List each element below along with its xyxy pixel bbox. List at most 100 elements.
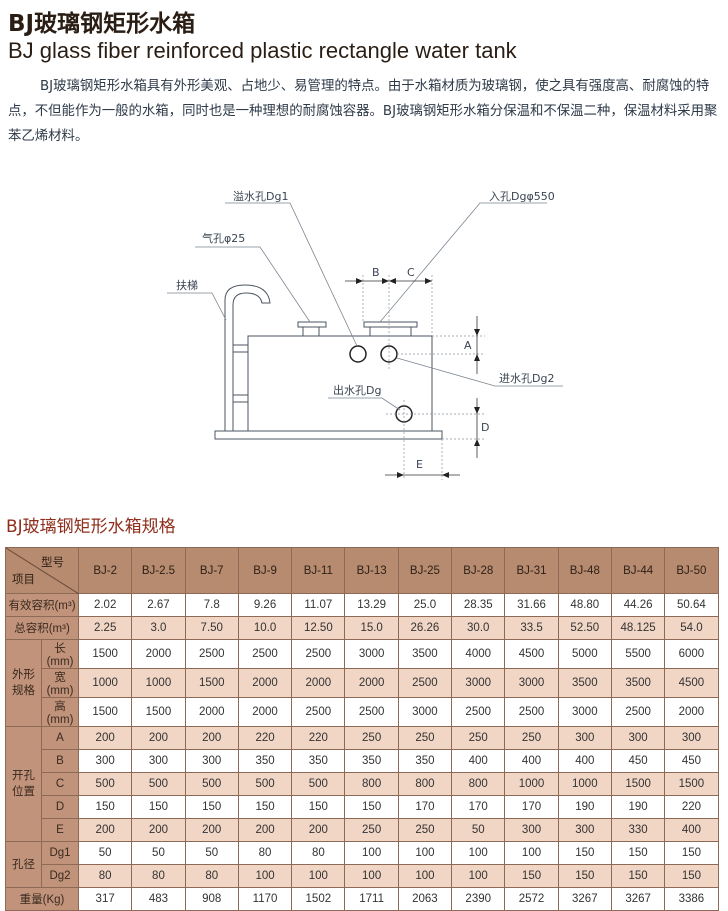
table-cell: 4500 — [664, 668, 719, 698]
table-cell: 7.8 — [184, 593, 239, 617]
table-cell: 10.0 — [237, 616, 293, 640]
table-cell: 100 — [344, 841, 399, 865]
table-cell: 100 — [237, 864, 293, 888]
table-cell: 150 — [184, 795, 239, 819]
row-sub-label: B — [41, 749, 79, 773]
label-outlet-hole: 出水孔Dg — [333, 383, 381, 397]
table-cell: 1502 — [291, 887, 346, 911]
table-cell: 33.5 — [504, 616, 559, 640]
page-subtitle-english: BJ glass fiber reinforced plastic rectan… — [8, 38, 517, 63]
table-cell: 500 — [237, 772, 293, 796]
table-cell: 350 — [344, 749, 399, 773]
tank-diagram: 溢水孔Dg1 入孔Dgφ550 气孔φ25 扶梯 进水孔Dg2 出水孔Dg B … — [167, 189, 563, 480]
table-cell: 330 — [610, 818, 666, 842]
table-cell: 26.26 — [397, 616, 453, 640]
table-cell: 1000 — [557, 772, 612, 796]
label-ladder: 扶梯 — [176, 278, 198, 292]
table-cell: 2.25 — [77, 616, 133, 640]
table-cell: 25.0 — [397, 593, 453, 617]
table-cell: 54.0 — [664, 616, 719, 640]
model-header-cell: BJ-2 — [77, 547, 133, 594]
table-cell: 80 — [237, 841, 293, 865]
table-cell: 15.0 — [344, 616, 399, 640]
table-cell: 170 — [504, 795, 559, 819]
table-cell: 80 — [184, 864, 239, 888]
table-cell: 1500 — [131, 697, 186, 727]
table-cell: 400 — [664, 818, 719, 842]
table-cell: 100 — [397, 864, 453, 888]
table-cell: 2500 — [291, 639, 346, 669]
table-cell: 3000 — [557, 697, 612, 727]
table-cell: 1000 — [131, 668, 186, 698]
table-cell: 100 — [397, 841, 453, 865]
table-cell: 28.35 — [451, 593, 506, 617]
corner-header-cell: 型号项目 — [5, 547, 79, 594]
table-cell: 2572 — [504, 887, 559, 911]
table-cell: 52.50 — [557, 616, 612, 640]
table-cell: 2500 — [397, 668, 453, 698]
table-cell: 300 — [184, 749, 239, 773]
table-cell: 150 — [237, 795, 293, 819]
table-cell: 300 — [131, 749, 186, 773]
table-cell: 48.125 — [610, 616, 666, 640]
table-cell: 13.29 — [344, 593, 399, 617]
table-cell: 1500 — [184, 668, 239, 698]
table-cell: 2.02 — [77, 593, 133, 617]
table-cell: 220 — [237, 726, 293, 750]
model-header-cell: BJ-25 — [397, 547, 453, 594]
table-cell: 2500 — [610, 697, 666, 727]
table-cell: 5500 — [610, 639, 666, 669]
table-cell: 80 — [291, 841, 346, 865]
table-cell: 220 — [664, 795, 719, 819]
page-title: BJ玻璃钢矩形水箱 — [8, 11, 196, 37]
table-cell: 100 — [344, 864, 399, 888]
table-cell: 3000 — [344, 639, 399, 669]
table-cell: 3000 — [397, 697, 453, 727]
table-cell: 800 — [397, 772, 453, 796]
diagonal-divider — [6, 548, 79, 594]
table-cell: 2000 — [344, 668, 399, 698]
table-cell: 2000 — [237, 668, 293, 698]
model-header-cell: BJ-50 — [664, 547, 719, 594]
row-sub-label: 长(mm) — [41, 639, 79, 669]
row-sub-label: D — [41, 795, 79, 819]
table-cell: 2500 — [184, 639, 239, 669]
table-cell: 800 — [451, 772, 506, 796]
table-cell: 400 — [504, 749, 559, 773]
table-cell: 150 — [77, 795, 133, 819]
row-sub-label: C — [41, 772, 79, 796]
model-header-cell: BJ-2.5 — [131, 547, 186, 594]
table-cell: 500 — [131, 772, 186, 796]
model-header-cell: BJ-48 — [557, 547, 612, 594]
table-cell: 2500 — [451, 697, 506, 727]
table-cell: 400 — [557, 749, 612, 773]
table-cell: 250 — [504, 726, 559, 750]
table-cell: 200 — [237, 818, 293, 842]
table-cell: 300 — [557, 726, 612, 750]
table-cell: 2.67 — [131, 593, 186, 617]
table-cell: 300 — [77, 749, 133, 773]
vent-icon — [297, 321, 327, 337]
table-cell: 3.0 — [131, 616, 186, 640]
table-cell: 200 — [291, 818, 346, 842]
table-cell: 300 — [504, 818, 559, 842]
table-cell: 11.07 — [291, 593, 346, 617]
dim-label-e: E — [416, 458, 423, 471]
table-cell: 150 — [557, 864, 612, 888]
table-cell: 1500 — [664, 772, 719, 796]
row-sub-label: Dg2 — [41, 864, 79, 888]
table-cell: 908 — [184, 887, 239, 911]
table-cell: 4500 — [504, 639, 559, 669]
table-cell: 150 — [131, 795, 186, 819]
corner-label-model: 型号 — [41, 557, 64, 569]
table-cell: 220 — [291, 726, 346, 750]
